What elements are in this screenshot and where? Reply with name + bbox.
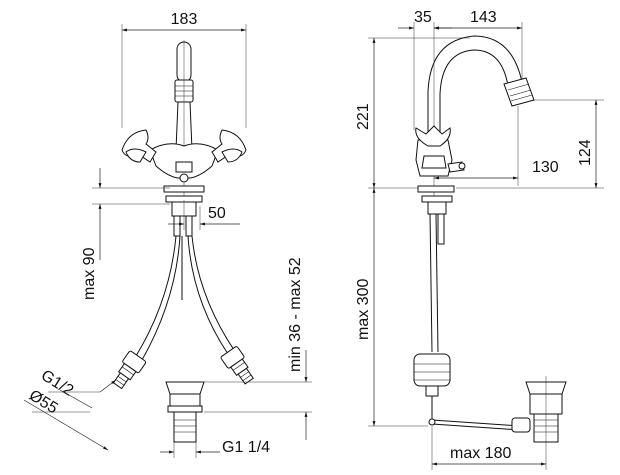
side-body: [415, 125, 466, 245]
side-drain: [511, 376, 567, 470]
dim-drain-max-180: max 180: [450, 445, 511, 462]
front-hoses: [112, 235, 254, 390]
dim-outlet-124: 124: [577, 139, 594, 166]
side-spout: [427, 30, 535, 200]
front-body: [121, 129, 247, 237]
dim-lever-130: 130: [532, 159, 559, 176]
dim-min36-max52: min 36 - max 52: [287, 257, 304, 372]
side-hoses: [413, 213, 521, 431]
dim-width-183: 183: [171, 11, 198, 28]
dim-drain-g114: G1 1/4: [222, 439, 270, 456]
dim-offset-50: 50: [208, 205, 226, 222]
dim-max-90: max 90: [81, 247, 98, 300]
side-view: 35 143 221 124 130 max 300 max 180: [355, 9, 604, 470]
dim-max-300: max 300: [355, 279, 372, 340]
dim-height-221: 221: [355, 103, 372, 130]
front-drain: [165, 381, 205, 443]
dim-reach-143: 143: [470, 9, 497, 26]
front-view: 183 50 max 90 min 36 - max 52 G1/2 Ø55 G…: [23, 11, 312, 458]
dim-back-35: 35: [414, 9, 432, 26]
